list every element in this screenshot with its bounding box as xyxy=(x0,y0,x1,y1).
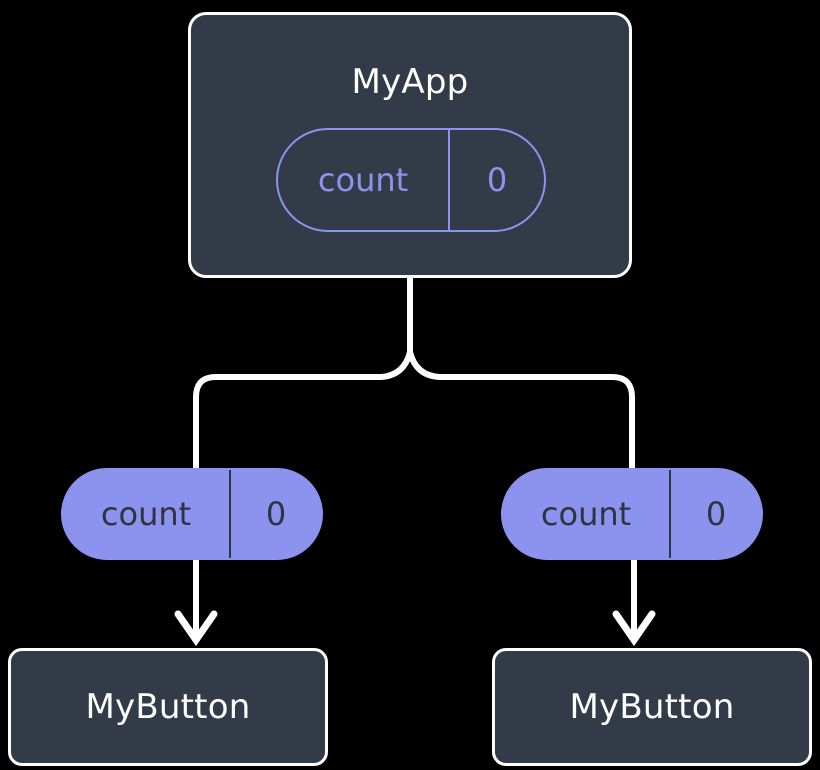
state-pill-count[interactable]: count 0 xyxy=(276,128,546,232)
prop-pill-right-value: 0 xyxy=(669,470,761,558)
child-component-right[interactable]: MyButton xyxy=(492,648,812,766)
prop-pill-right[interactable]: count 0 xyxy=(501,468,763,560)
prop-pill-left[interactable]: count 0 xyxy=(61,468,323,560)
prop-pill-left-value: 0 xyxy=(229,470,321,558)
child-component-right-title: MyButton xyxy=(569,687,735,727)
edge-branch-right xyxy=(407,349,635,471)
prop-pill-left-key: count xyxy=(100,495,192,533)
child-component-left[interactable]: MyButton xyxy=(8,648,328,766)
root-component-title: MyApp xyxy=(351,62,469,102)
arrow-head-right-icon xyxy=(612,610,656,647)
child-component-left-title: MyButton xyxy=(85,687,251,727)
edge-branch-left xyxy=(193,349,413,471)
state-pill-value: 0 xyxy=(448,130,544,230)
arrow-head-left-icon xyxy=(174,610,218,647)
prop-pill-right-key: count xyxy=(540,495,632,533)
state-pill-key: count xyxy=(317,161,409,199)
